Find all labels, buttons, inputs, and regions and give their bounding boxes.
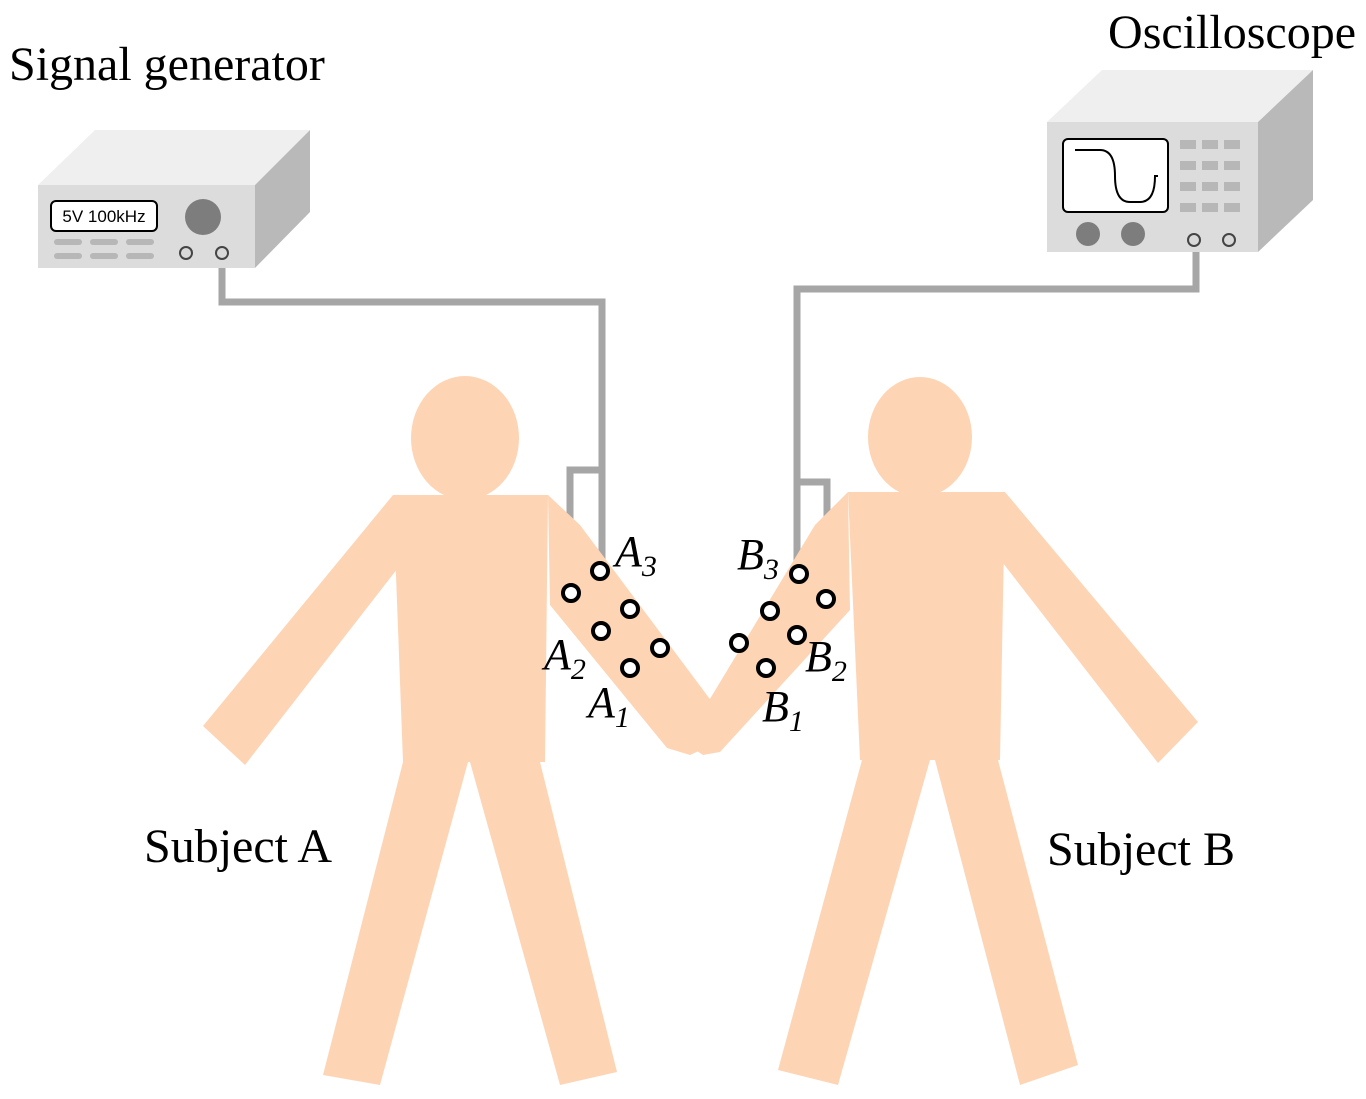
generator-cable: [218, 262, 606, 570]
oscilloscope-button-grid: [1180, 140, 1240, 212]
subject-a-right-arm: [548, 495, 724, 755]
electrodes: [561, 561, 836, 678]
oscilloscope-waveform: [1075, 149, 1158, 203]
signal-generator-label: Signal generator: [9, 38, 325, 91]
subject-b-right-arm: [975, 492, 1198, 763]
oscilloscope-side: [1258, 70, 1313, 252]
subject-a-label: Subject A: [144, 820, 332, 873]
oscilloscope-top: [1047, 70, 1313, 122]
oscilloscope-knob-right: [1121, 222, 1145, 246]
oscilloscope-label: Oscilloscope: [1108, 6, 1356, 59]
subject-b-figure: [688, 377, 1198, 1085]
electrode-b-mid-left: [760, 601, 780, 621]
subject-a-head: [411, 376, 519, 500]
subject-a-torso: [393, 495, 548, 762]
electrode-label-a1: A1: [585, 678, 630, 734]
signal-generator-display-text: 5V 100kHz: [62, 207, 145, 226]
signal-generator-top: [38, 130, 310, 185]
electrode-a2: [591, 621, 611, 641]
signal-generator-port-right: [215, 246, 229, 260]
electrode-a-low-right: [650, 638, 670, 658]
oscilloscope-port-left: [1187, 233, 1201, 247]
electrode-b-top-right: [816, 589, 836, 609]
electrode-a3: [590, 561, 610, 581]
electrode-b3: [789, 564, 809, 584]
signal-generator-side: [255, 130, 310, 268]
electrode-a-top-left: [561, 583, 581, 603]
signal-generator-display: [50, 200, 158, 232]
subject-a-left-arm: [203, 495, 432, 765]
electrode-label-a2: A2: [541, 630, 586, 686]
electrode-label-b3: B3: [737, 530, 779, 586]
oscilloscope-port-right: [1222, 233, 1236, 247]
subject-a-right-leg: [470, 762, 617, 1085]
signal-generator-knob: [185, 199, 221, 235]
subject-a-figure: [203, 376, 724, 1085]
electrode-label-a3: A3: [612, 527, 657, 583]
oscilloscope-device: [1047, 70, 1313, 252]
subject-b-left-leg: [778, 760, 930, 1085]
subject-b-torso: [848, 492, 1005, 760]
electrode-a1: [620, 658, 640, 678]
subject-a-left-leg: [323, 762, 468, 1085]
electrode-a-mid-right: [620, 599, 640, 619]
electrode-b-low-left: [729, 633, 749, 653]
subject-b-right-leg: [935, 760, 1078, 1085]
signal-generator-button-grid: [54, 239, 154, 259]
subject-b-left-arm: [688, 492, 850, 755]
subject-b-head: [868, 377, 972, 497]
electrode-label-b2: B2: [805, 632, 847, 688]
oscilloscope-cable: [793, 244, 1200, 568]
subject-b-label: Subject B: [1047, 823, 1235, 876]
electrode-b1: [756, 658, 776, 678]
oscilloscope-knob-left: [1076, 222, 1100, 246]
electrode-b2: [787, 625, 807, 645]
signal-generator-port-left: [179, 246, 193, 260]
signal-generator-device: 5V 100kHz: [38, 130, 310, 268]
electrode-label-b1: B1: [762, 682, 804, 738]
